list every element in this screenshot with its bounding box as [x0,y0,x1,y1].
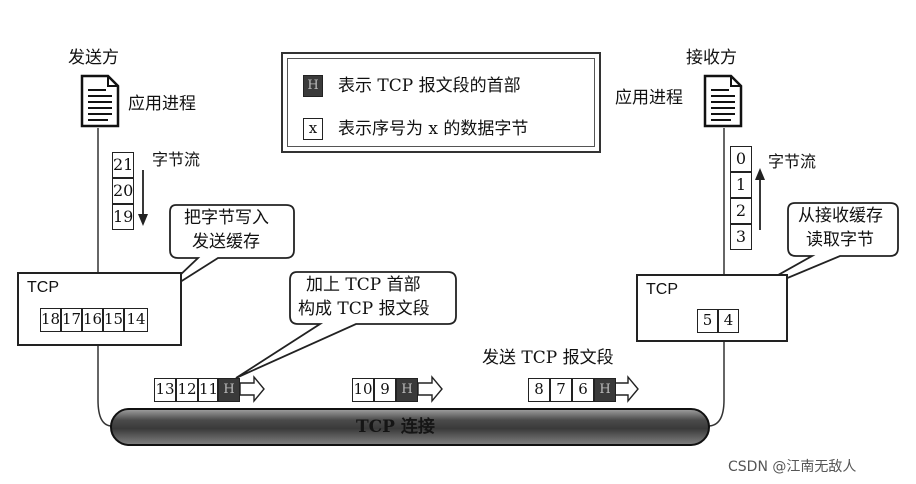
segment-2-header: H [396,378,418,402]
segment-2-byte: 9 [374,378,396,402]
connection-label: TCP 连接 [356,417,435,437]
send-segment-label: 发送 TCP 报文段 [482,348,614,368]
sender-callout-line-1: 把字节写入 [184,208,269,228]
receiver-stream-byte: 2 [730,198,752,224]
receiver-callout-line-2: 读取字节 [806,230,874,250]
segment-3-header: H [594,378,616,402]
legend-header-symbol: H [303,75,323,97]
sender-document-icon [80,74,120,128]
sender-process-label: 应用进程 [128,94,196,114]
receiver-process-label: 应用进程 [615,88,683,108]
watermark: CSDN @江南无敌人 [728,459,857,475]
sender-stream-byte: 21 [112,152,134,178]
receiver-callout-line-1: 从接收缓存 [798,206,883,226]
receiver-document-icon [703,74,743,128]
legend-number-text: 表示序号为 x 的数据字节 [338,119,529,139]
legend-number-symbol: x [303,118,323,140]
sender-tcp-label: TCP [27,279,59,296]
sender-buffer-byte: 15 [103,308,124,332]
segment-3-byte: 7 [550,378,572,402]
segment-1-header: H [218,378,240,402]
receiver-stream-label: 字节流 [768,152,817,171]
receiver-stream-byte: 1 [730,172,752,198]
sender-title: 发送方 [68,48,119,68]
receiver-title: 接收方 [686,48,737,68]
segment-3-byte: 8 [528,378,550,402]
receiver-buffer-byte: 5 [697,309,718,333]
sender-stream-byte: 19 [112,204,134,230]
receiver-stream-byte: 3 [730,224,752,250]
receiver-tcp-label: TCP [646,281,678,298]
sender-stream-byte: 20 [112,178,134,204]
sender-buffer-byte: 14 [124,308,148,332]
sender-buffer-byte: 18 [40,308,61,332]
segment-1-byte: 12 [176,378,198,402]
tcp-connection-pipe [110,408,710,446]
sender-stream-label: 字节流 [152,150,201,169]
sender-buffer-byte: 16 [82,308,103,332]
middle-callout-line-2: 构成 TCP 报文段 [298,299,430,319]
sender-buffer-byte: 17 [61,308,82,332]
middle-callout-line-1: 加上 TCP 首部 [306,275,421,295]
legend-header-text: 表示 TCP 报文段的首部 [338,76,521,96]
segment-1-byte: 11 [198,378,218,402]
receiver-stream-byte: 0 [730,146,752,172]
segment-3-byte: 6 [572,378,594,402]
segment-2-byte: 10 [352,378,374,402]
segment-1-byte: 13 [154,378,176,402]
legend-box [281,52,601,153]
receiver-buffer-byte: 4 [718,309,739,333]
sender-callout-line-2: 发送缓存 [192,232,260,252]
